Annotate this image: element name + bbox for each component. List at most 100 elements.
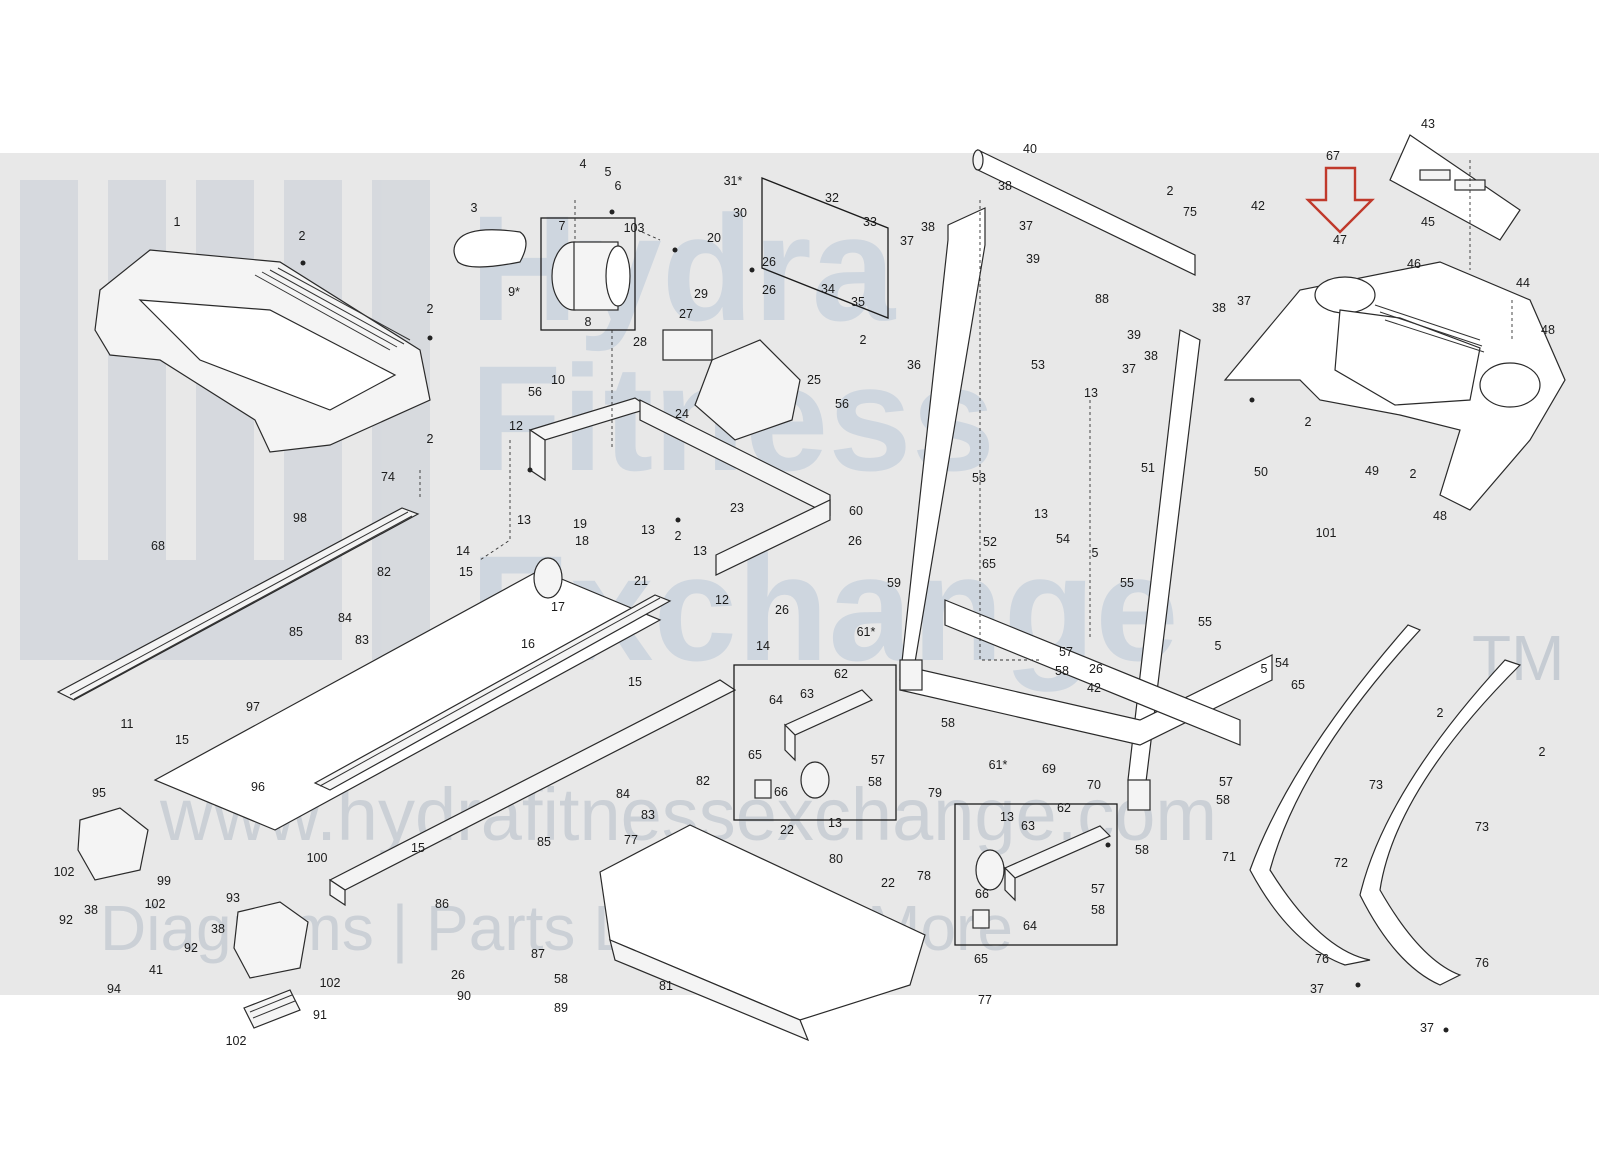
callout-label: 58 [1091, 903, 1105, 917]
callout-label: 57 [1219, 775, 1233, 789]
callout-label: 58 [868, 775, 882, 789]
callout-label: 5 [605, 165, 612, 179]
part-console-47 [1223, 261, 1566, 511]
callout-label: 13 [517, 513, 531, 527]
callout-label: 34 [821, 282, 835, 296]
part-drive-belt [453, 229, 527, 268]
callout-label: 68 [151, 539, 165, 553]
assembly-dashed-lines [419, 160, 1513, 661]
callout-label: 10 [551, 373, 565, 387]
callout-label: 54 [1056, 532, 1070, 546]
part-handrail-72 [1359, 659, 1522, 986]
callout-label: 32 [825, 191, 839, 205]
callout-label: 26 [762, 255, 776, 269]
part-foot-91 [243, 989, 301, 1029]
part-base-frame-69 [899, 599, 1273, 811]
callout-label: 58 [941, 716, 955, 730]
callout-label: 26 [848, 534, 862, 548]
callout-label: 42 [1087, 681, 1101, 695]
callout-label: 26 [775, 603, 789, 617]
callout-label: 39 [1026, 252, 1040, 266]
callout-label: 22 [881, 876, 895, 890]
callout-label: 82 [377, 565, 391, 579]
callout-label: 38 [211, 922, 225, 936]
callout-label: 37 [1420, 1021, 1434, 1035]
callout-label: 8 [585, 315, 592, 329]
callout-label: 61* [989, 758, 1008, 772]
callout-label: 92 [184, 941, 198, 955]
callout-label: 37 [900, 234, 914, 248]
callout-label: 48 [1433, 509, 1447, 523]
callout-label: 53 [972, 471, 986, 485]
callout-label: 56 [835, 397, 849, 411]
callout-label: 29 [694, 287, 708, 301]
part-rail-16 [313, 594, 672, 791]
callout-label: 16 [521, 637, 535, 651]
callout-label: 88 [1095, 292, 1109, 306]
callout-label: 94 [107, 982, 121, 996]
motor-assembly-box [540, 217, 636, 331]
callout-label: 35 [851, 295, 865, 309]
part-handrail-71 [1249, 624, 1422, 966]
callout-label: 63 [1021, 819, 1035, 833]
callout-label: 58 [1055, 664, 1069, 678]
callout-label: 17 [551, 600, 565, 614]
callout-label: 11 [121, 717, 134, 731]
callout-label: 38 [1144, 349, 1158, 363]
callout-label: 44 [1516, 276, 1530, 290]
callout-label: 27 [679, 307, 693, 321]
callout-label: 93 [226, 891, 240, 905]
callout-label: 1 [174, 215, 181, 229]
callout-label: 83 [641, 808, 655, 822]
screw-markers [300, 209, 1449, 1033]
callout-label: 37 [1122, 362, 1136, 376]
callout-label: 52 [983, 535, 997, 549]
callout-label: 102 [145, 897, 166, 911]
callout-label: 69 [1042, 762, 1056, 776]
part-motor [551, 241, 631, 311]
callout-label: 95 [92, 786, 106, 800]
callout-label: 65 [982, 557, 996, 571]
callout-label: 75 [1183, 205, 1197, 219]
callout-label: 65 [974, 952, 988, 966]
callout-label: 51 [1141, 461, 1155, 475]
callout-label: 102 [54, 865, 75, 879]
callout-label: 65 [748, 748, 762, 762]
callout-label: 99 [157, 874, 171, 888]
callout-label: 2 [1305, 415, 1312, 429]
callout-label: 101 [1316, 526, 1337, 540]
callout-label: 64 [769, 693, 783, 707]
callout-label: 6 [615, 179, 622, 193]
callout-label: 57 [871, 753, 885, 767]
callout-label: 60 [849, 504, 863, 518]
callout-label: 5 [1261, 662, 1268, 676]
callout-label: 72 [1334, 856, 1348, 870]
callout-label: 102 [226, 1034, 247, 1048]
callout-label: 13 [641, 523, 655, 537]
callout-label: 86 [435, 897, 449, 911]
callout-label: 2 [1437, 706, 1444, 720]
callout-label: 84 [338, 611, 352, 625]
part-crossbar-40 [972, 149, 1196, 276]
callout-label: 63 [800, 687, 814, 701]
callout-label: 14 [456, 544, 470, 558]
callout-label: 38 [84, 903, 98, 917]
callout-label: 13 [828, 816, 842, 830]
callout-label: 5 [1215, 639, 1222, 653]
callout-label: 43 [1421, 117, 1435, 131]
callout-label: 83 [355, 633, 369, 647]
callout-label: 48 [1541, 323, 1555, 337]
part-elevation-1 [754, 689, 874, 799]
callout-label: 76 [1475, 956, 1489, 970]
callout-label: 42 [1251, 199, 1265, 213]
callout-label: 47 [1333, 233, 1347, 247]
callout-label: 50 [1254, 465, 1268, 479]
part-base-pan [599, 824, 926, 1042]
callout-label: 30 [733, 206, 747, 220]
callout-label: 64 [1023, 919, 1037, 933]
hood-vent-stripes [254, 267, 411, 351]
callout-label: 57 [1059, 645, 1073, 659]
callout-label: 2 [1410, 467, 1417, 481]
